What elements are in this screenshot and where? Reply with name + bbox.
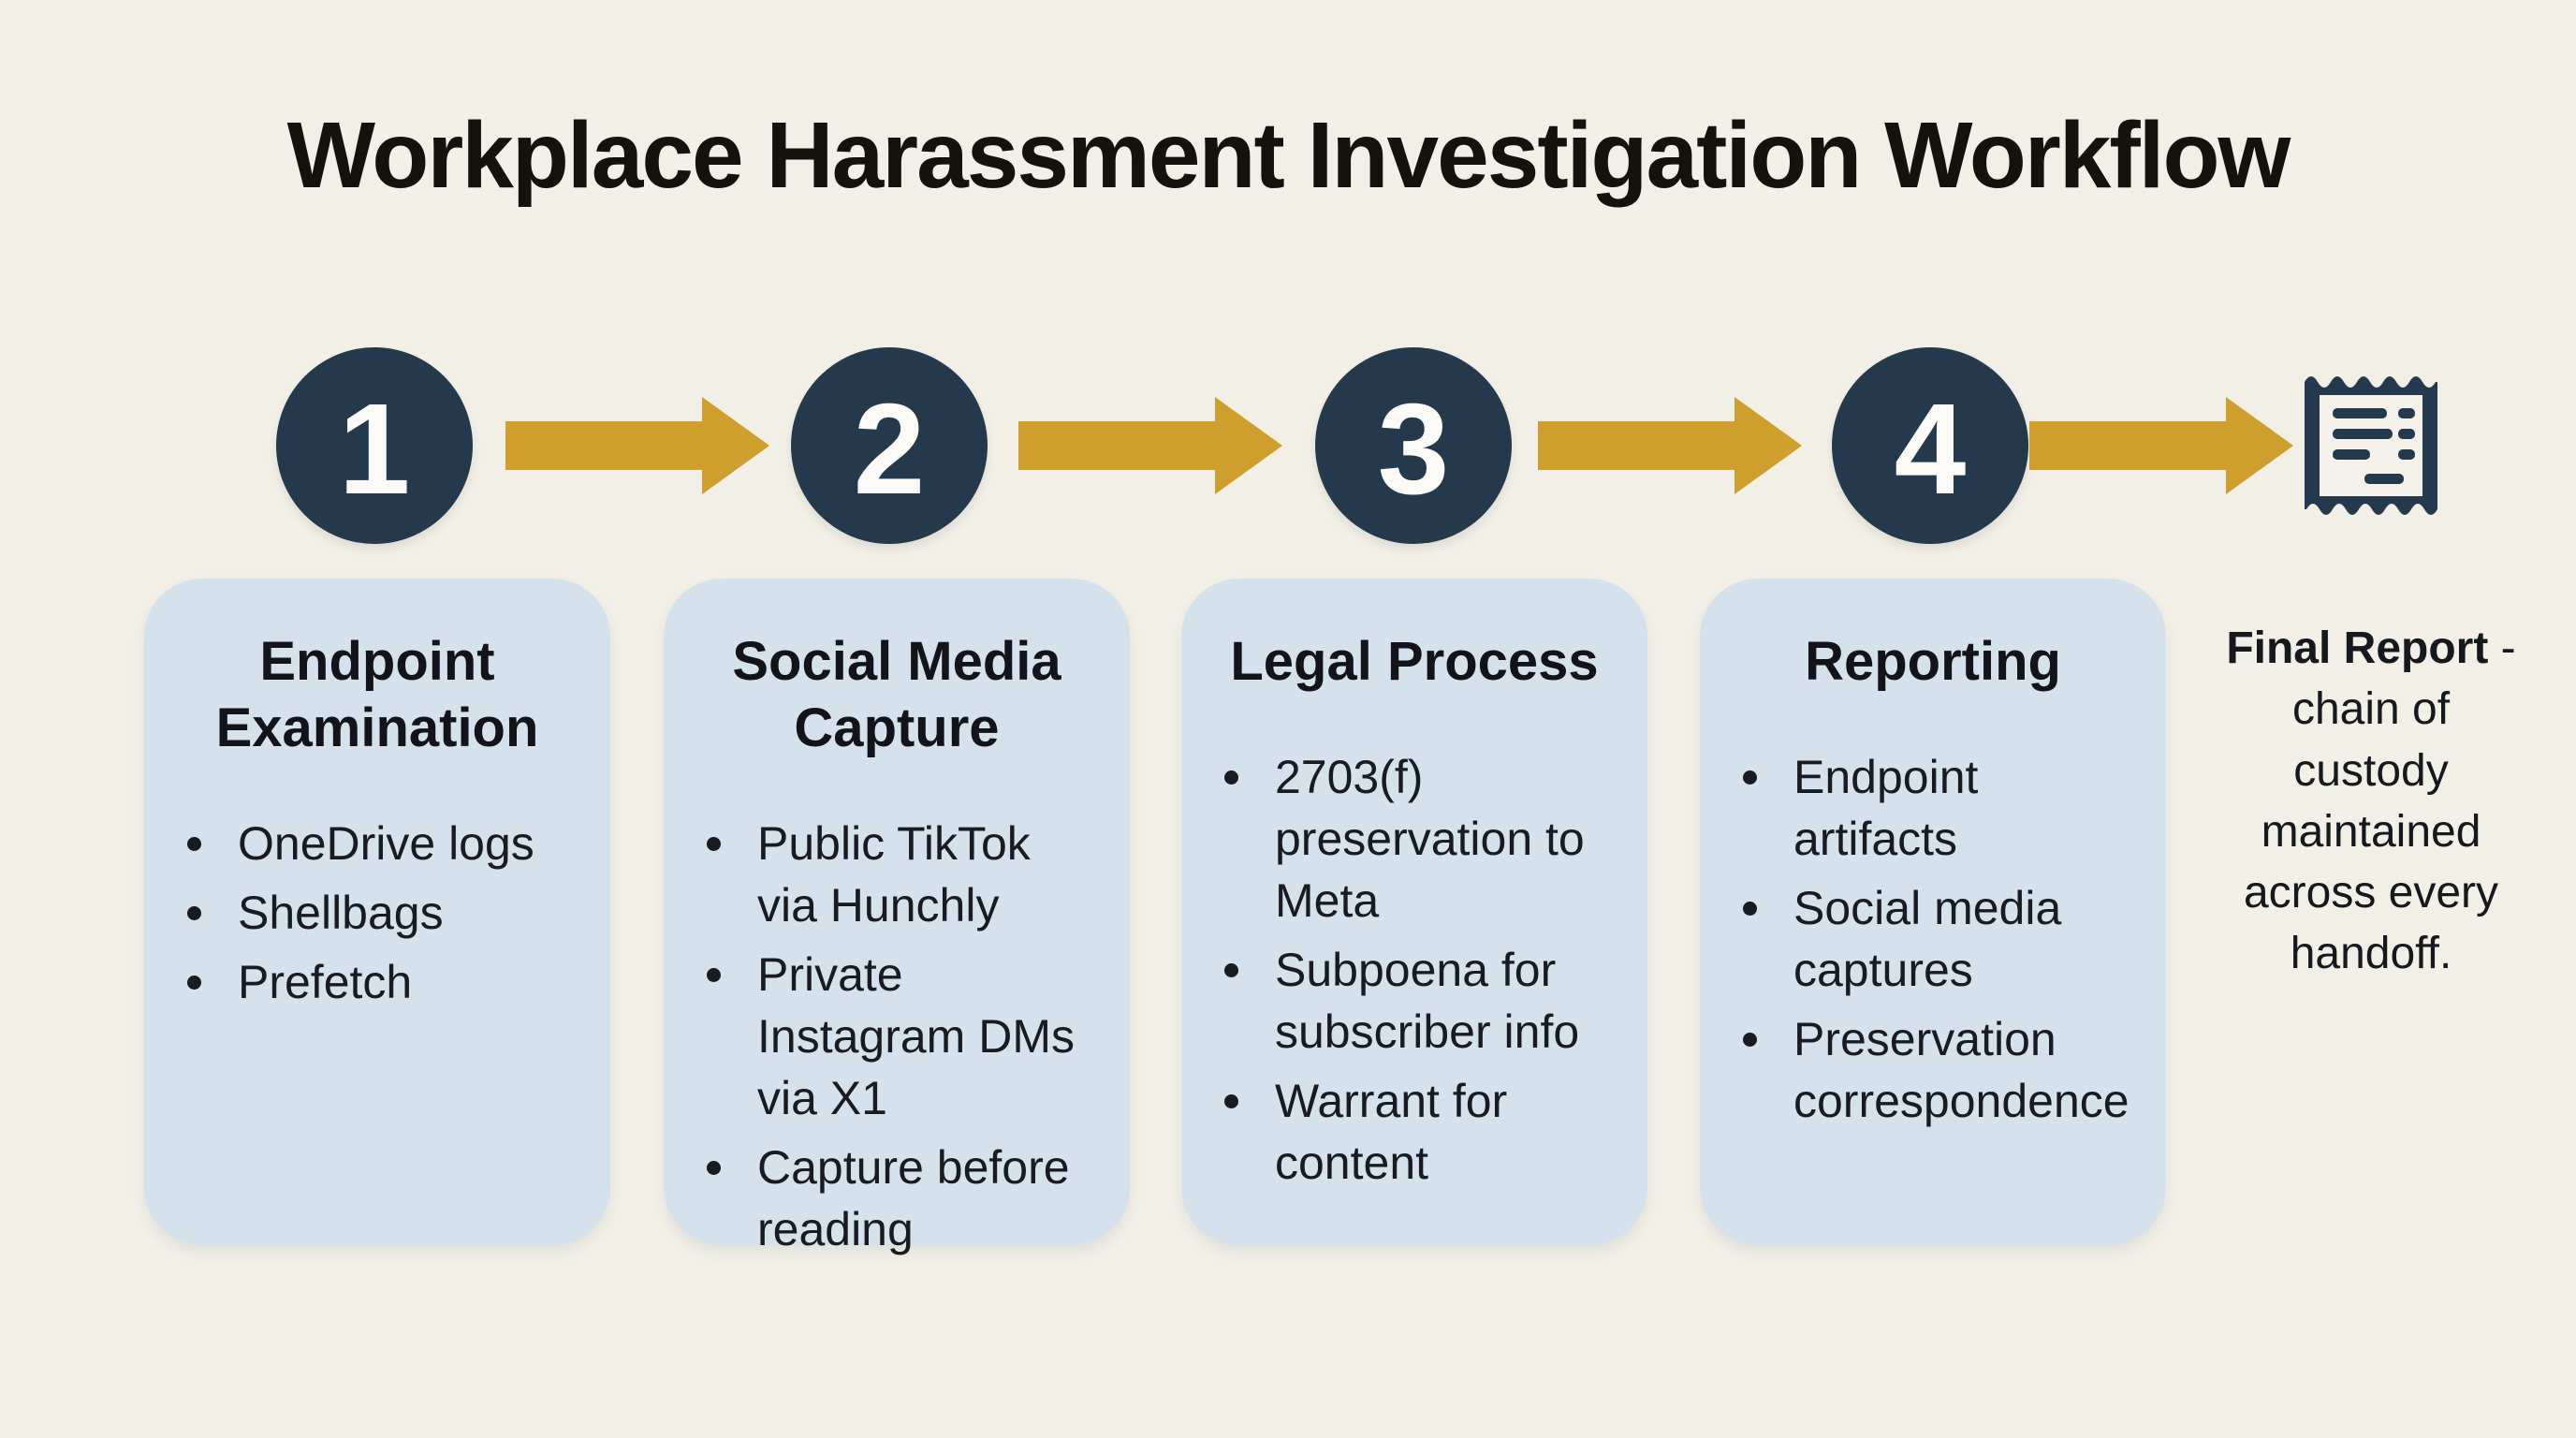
step-card-legal-process: Legal Process 2703(f) preservation to Me… xyxy=(1181,579,1647,1245)
step-card-social-media-capture: Social Media Capture Public TikTok via H… xyxy=(664,579,1130,1255)
bullet-item: Capture before reading xyxy=(664,1137,1130,1260)
card-title: Social Media Capture xyxy=(732,631,1061,758)
bullet-item: Social media captures xyxy=(1700,877,2166,1001)
card-title: Reporting xyxy=(1805,631,2061,692)
card-bullet-list: Endpoint artifacts Social media captures… xyxy=(1700,746,2166,1132)
card-title: Endpoint Examination xyxy=(215,631,539,758)
receipt-icon xyxy=(2305,367,2437,524)
arrow-right-icon xyxy=(1018,384,1282,507)
step-number-4: 4 xyxy=(1894,377,1967,521)
bullet-item: Subpoena for subscriber info xyxy=(1181,939,1647,1063)
card-bullet-list: Public TikTok via Hunchly Private Instag… xyxy=(664,813,1130,1260)
step-circle-3: 3 xyxy=(1315,347,1512,544)
card-bullet-list: OneDrive logs Shellbags Prefetch xyxy=(144,813,610,1013)
arrow-right-icon xyxy=(1538,384,1802,507)
step-circle-2: 2 xyxy=(791,347,988,544)
bullet-item: Endpoint artifacts xyxy=(1700,746,2166,870)
final-report-caption: Final Report - chain of custody maintain… xyxy=(2217,618,2525,985)
card-title: Legal Process xyxy=(1230,631,1599,692)
step-card-reporting: Reporting Endpoint artifacts Social medi… xyxy=(1700,579,2166,1245)
step-number-1: 1 xyxy=(338,377,411,521)
bullet-item: Public TikTok via Hunchly xyxy=(664,813,1130,936)
bullet-item: Warrant for content xyxy=(1181,1070,1647,1194)
final-report-caption-rest: - chain of custody maintained across eve… xyxy=(2243,624,2516,979)
arrow-right-icon xyxy=(2029,384,2293,507)
step-number-2: 2 xyxy=(853,377,926,521)
card-bullet-list: 2703(f) preservation to Meta Subpoena fo… xyxy=(1181,746,1647,1194)
bullet-item: Shellbags xyxy=(144,882,610,944)
page-title: Workplace Harassment Investigation Workf… xyxy=(286,103,2291,208)
bullet-item: Prefetch xyxy=(144,951,610,1013)
step-card-endpoint-examination: Endpoint Examination OneDrive logs Shell… xyxy=(144,579,610,1245)
bullet-item: OneDrive logs xyxy=(144,813,610,874)
bullet-item: Private Instagram DMs via X1 xyxy=(664,944,1130,1129)
bullet-item: 2703(f) preservation to Meta xyxy=(1181,746,1647,932)
final-report-caption-bold: Final Report xyxy=(2226,624,2489,673)
bullet-item: Preservation correspondence xyxy=(1700,1008,2166,1132)
arrow-right-icon xyxy=(505,384,769,507)
step-number-3: 3 xyxy=(1377,377,1450,521)
step-circle-4: 4 xyxy=(1832,347,2028,544)
step-circle-1: 1 xyxy=(276,347,473,544)
